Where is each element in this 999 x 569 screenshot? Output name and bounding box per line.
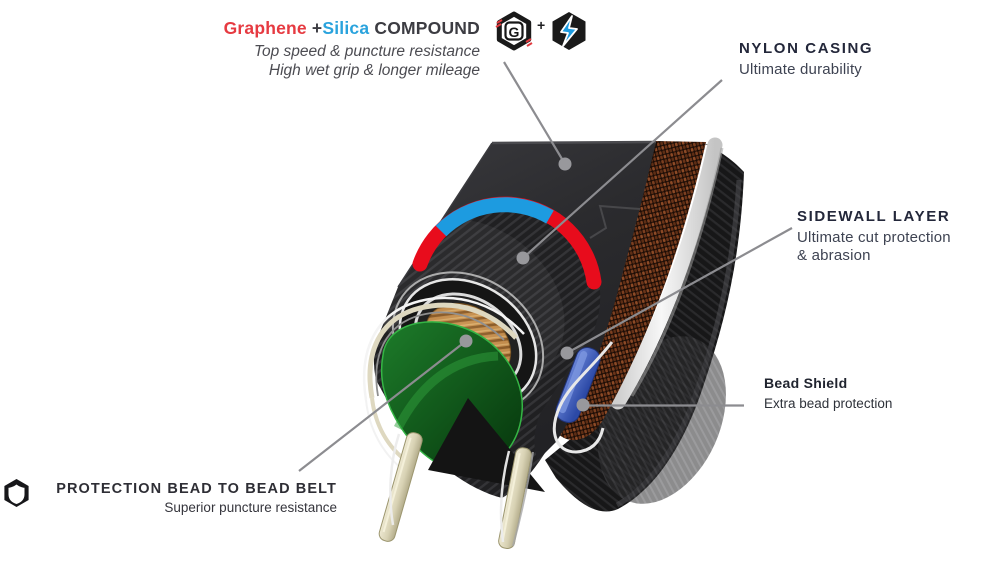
compound-arc-blue xyxy=(435,197,554,237)
graphene-hexagon-icon: G xyxy=(495,11,533,51)
leader-line-sidewall-layer xyxy=(566,227,793,354)
protection-belt-label: PROTECTION BEAD TO BEAD BELT Superior pu… xyxy=(37,481,337,515)
leader-dot-sidewall-layer xyxy=(560,346,574,360)
compound-desc-line2: High wet grip & longer mileage xyxy=(268,62,480,79)
leader-dot-nylon-casing xyxy=(516,251,530,265)
bead-shield-desc: Extra bead protection xyxy=(764,396,893,411)
leader-dots xyxy=(459,157,590,412)
compound-arc xyxy=(412,196,602,290)
sidewall-desc-line2: & abrasion xyxy=(797,247,871,264)
plus-icon: + xyxy=(537,17,546,33)
leader-dot-bead-shield xyxy=(576,398,590,412)
leader-dot-compound xyxy=(558,157,572,171)
leader-line-compound xyxy=(503,61,566,165)
compound-brand2: Silica xyxy=(322,18,370,38)
compound-brand1: Graphene xyxy=(223,18,307,38)
sidewall-layer-desc: Ultimate cut protection & abrasion xyxy=(797,229,951,265)
nylon-casing-label: NYLON CASING Ultimate durability xyxy=(739,40,873,79)
tread-top-bevel xyxy=(491,140,657,145)
compound-plus: + xyxy=(306,18,323,38)
compound-title: Graphene +Silica COMPOUND xyxy=(158,18,480,38)
leader-dot-belt xyxy=(459,334,473,348)
sidewall-layer-title: SIDEWALL LAYER xyxy=(797,208,951,225)
white-strip-shade xyxy=(630,147,724,397)
graphene-icon-letter: G xyxy=(509,24,520,40)
leader-line-nylon-casing xyxy=(522,79,723,259)
tire-beads xyxy=(378,432,534,550)
leader-lines xyxy=(298,61,793,472)
protection-belt-title: PROTECTION BEAD TO BEAD BELT xyxy=(56,481,337,497)
leader-line-belt xyxy=(298,340,467,472)
sidewall-desc-line1: Ultimate cut protection xyxy=(797,229,951,246)
protection-belt-desc: Superior puncture resistance xyxy=(164,500,337,515)
bead-shield-title: Bead Shield xyxy=(764,375,848,391)
tire-render xyxy=(362,137,744,550)
sidewall-piping xyxy=(552,341,614,454)
white-strip xyxy=(610,137,723,410)
sidewall-layer-label: SIDEWALL LAYER Ultimate cut protection &… xyxy=(797,208,951,265)
nylon-casing-title: NYLON CASING xyxy=(739,40,874,57)
compound-suffix: COMPOUND xyxy=(369,18,480,38)
compound-icon-row: G + xyxy=(494,8,590,54)
silica-lightning-icon xyxy=(552,12,586,50)
bead-shield-label: Bead Shield Extra bead protection xyxy=(764,375,892,411)
tread-notch-ridge xyxy=(589,204,641,239)
compound-desc-line1: Top speed & puncture resistance xyxy=(253,43,480,60)
compound-desc: Top speed & puncture resistance High wet… xyxy=(158,42,480,80)
tread-surface xyxy=(398,142,656,460)
compound-label: Graphene +Silica COMPOUND Top speed & pu… xyxy=(158,18,480,80)
shield-hexagon-icon xyxy=(3,478,30,513)
nylon-casing-desc: Ultimate durability xyxy=(739,61,863,78)
